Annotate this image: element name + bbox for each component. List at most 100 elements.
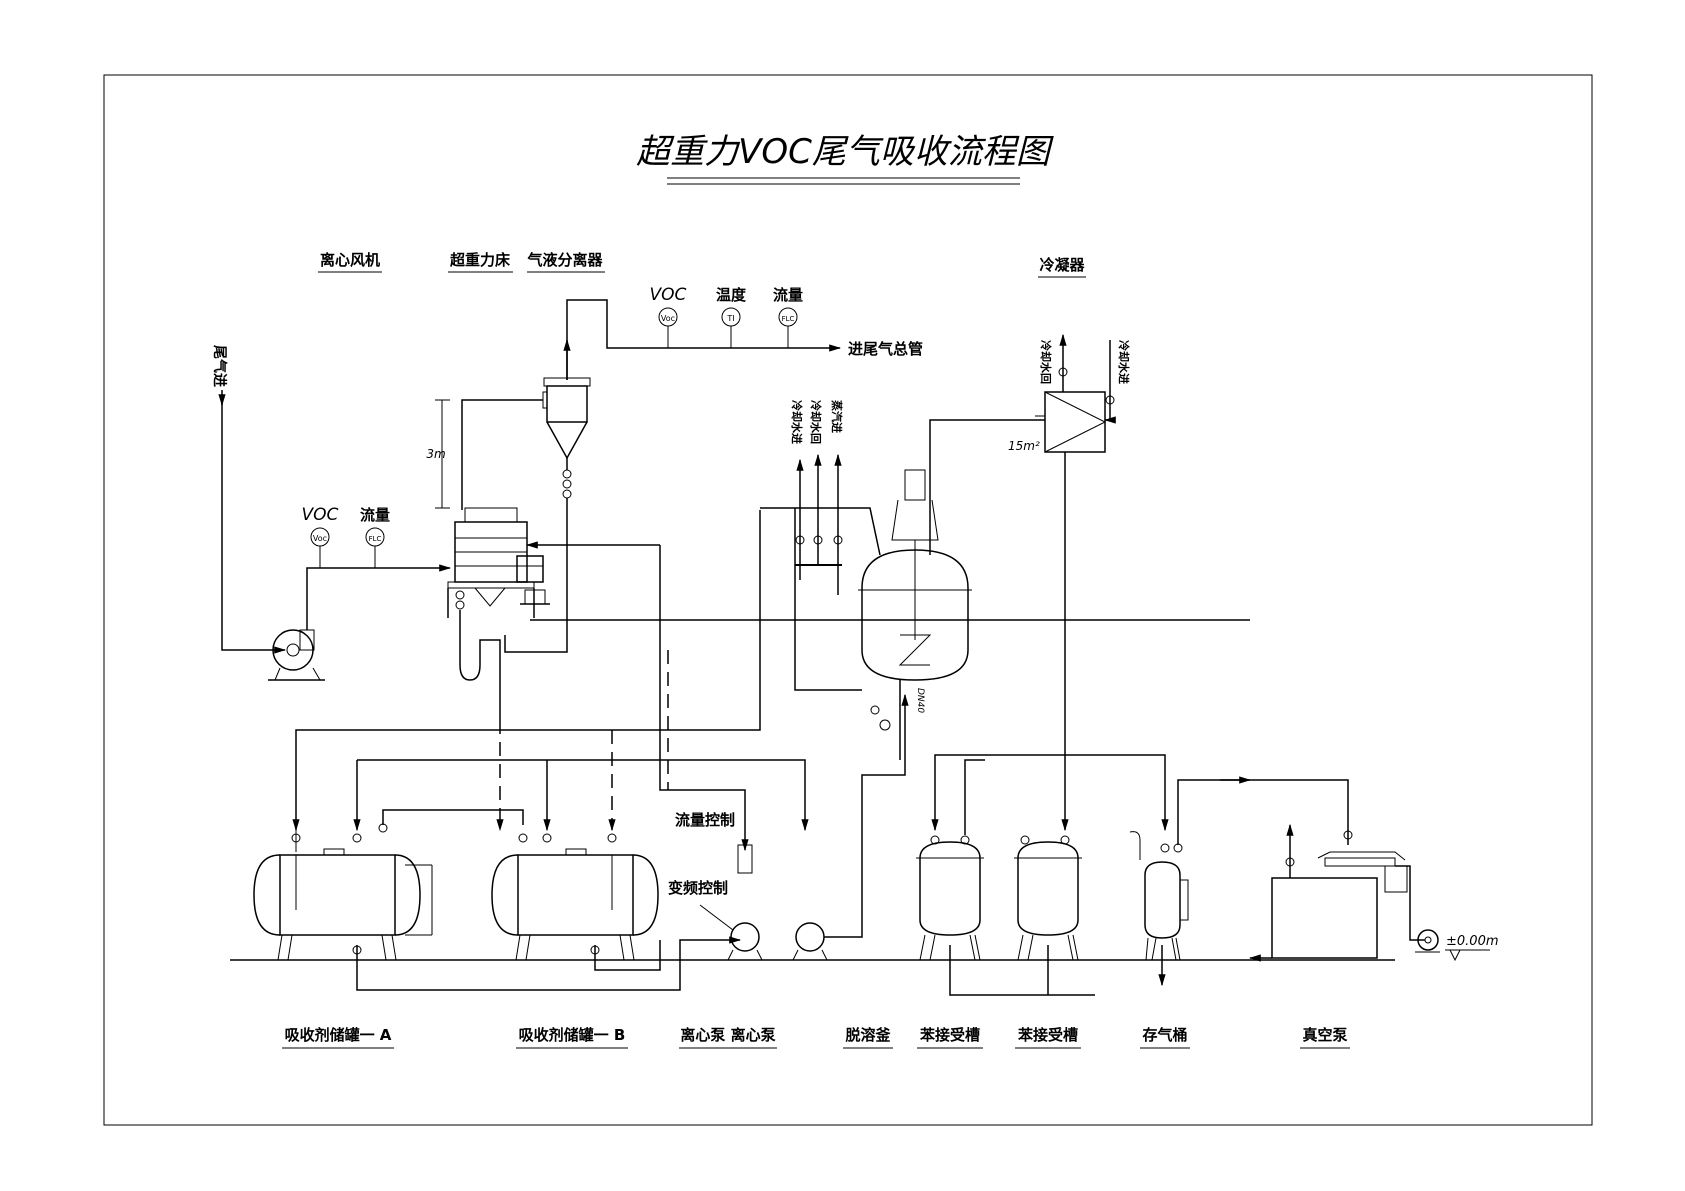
recv2-top-valve xyxy=(1020,835,1030,845)
label-elevation: ±0.00m xyxy=(1446,934,1499,949)
pipe-absorbent-supply xyxy=(659,545,749,852)
still-steam-valve xyxy=(833,535,843,545)
pipe-condensate-to-gastank xyxy=(1065,754,1169,832)
pipe-recv-vent xyxy=(964,759,985,835)
label-flow-control: 流量控制 xyxy=(675,811,735,829)
instr-voc-left-label: VOC xyxy=(302,505,339,525)
vacuum-top-valve xyxy=(1343,830,1353,840)
flc-symbol-left: FLC xyxy=(369,535,382,543)
vacuum-pump-unit xyxy=(1271,851,1410,959)
still-bottom-valve-1 xyxy=(870,705,880,715)
pipe-gastank-to-vacuum xyxy=(1177,779,1349,845)
drawing-border xyxy=(103,74,1593,1126)
gas-liquid-separator xyxy=(542,377,591,470)
gastank-valve-1 xyxy=(1160,843,1170,853)
pipe-tank-a-bottom xyxy=(356,936,742,991)
pipe-bed-u-seal xyxy=(459,610,501,720)
label-tail-gas-in: 尾气进 xyxy=(211,345,228,387)
pipe-still-vent-to-condenser xyxy=(929,419,1045,555)
vacuum-pump-motor xyxy=(1415,929,1440,953)
pipe-bed-to-separator xyxy=(461,399,543,510)
label-3m: 3m xyxy=(426,447,445,461)
instr-temp-top-label: 温度 xyxy=(716,286,747,304)
label-separator: 气液分离器 xyxy=(526,251,603,269)
still-bottom-valve-2 xyxy=(879,719,891,731)
pipe-tank-a-b-equalizer xyxy=(382,809,524,825)
gastank-valve-2 xyxy=(1173,843,1183,853)
label-dn40: DN40 xyxy=(915,688,925,713)
pipe-condensate-down xyxy=(931,452,1066,832)
tank-a-valve-1 xyxy=(291,833,301,843)
elevation-triangle xyxy=(1449,949,1461,962)
condenser xyxy=(1035,391,1107,453)
pipe-separator-drain xyxy=(504,498,568,653)
tank-a-valve-2 xyxy=(352,833,362,843)
recv1-top-valve-2 xyxy=(960,835,970,845)
vacuum-inlet-valve xyxy=(1285,857,1295,867)
pipe-separator-to-main xyxy=(566,299,842,380)
pipe-vacuum-discharge xyxy=(1395,865,1425,941)
recv1-top-valve xyxy=(930,835,940,845)
pipe-pump1-vfd-leader xyxy=(699,904,734,931)
label-condenser: 冷凝器 xyxy=(1039,256,1085,274)
label-vac-pump: 真空泵 xyxy=(1302,1026,1347,1044)
pipe-still-overhead-to-tanks xyxy=(292,510,761,832)
label-recv1: 苯接受槽 xyxy=(919,1026,980,1044)
cond-valve-1 xyxy=(1058,367,1068,377)
tank-b-valve-2 xyxy=(542,833,552,843)
flowmeter xyxy=(737,844,753,874)
label-recv2: 苯接受槽 xyxy=(1017,1026,1078,1044)
tank-b-valve-1 xyxy=(518,833,528,843)
pipe-pump2-to-still xyxy=(824,693,909,938)
label-still: 脱溶釜 xyxy=(845,1026,891,1044)
still-cool-valve-2 xyxy=(813,535,823,545)
centrifugal-pump-1 xyxy=(727,922,763,961)
voc-symbol-left: Voc xyxy=(313,534,327,543)
supergravity-bed xyxy=(447,507,535,618)
pipe-tail-gas-inlet xyxy=(221,395,287,654)
label-vfd-control: 变频控制 xyxy=(668,879,728,897)
pipe-still-top-connection xyxy=(760,507,881,556)
gas-storage-tank xyxy=(1144,861,1189,961)
bed-motor xyxy=(516,555,550,605)
absorbent-tank-a xyxy=(253,848,433,961)
voc-symbol-top: Voc xyxy=(661,314,675,323)
label-tank-b: 吸收剂储罐一 B xyxy=(519,1026,626,1044)
centrifugal-pump-2 xyxy=(792,922,828,961)
pipe-receivers-bottom xyxy=(949,945,1095,996)
label-cool-in-cond: 冷却水进 xyxy=(1117,340,1131,384)
bed-outlet-valves xyxy=(455,590,465,610)
label-cool-out-cond: 冷却水回 xyxy=(1039,340,1053,384)
still-cool-valve-1 xyxy=(795,535,805,545)
desolventizer-still xyxy=(858,469,972,681)
tank-b-valve-3 xyxy=(607,833,617,843)
gastank-gauge-loop xyxy=(1129,831,1141,860)
label-gas-tank: 存气桶 xyxy=(1142,1026,1187,1044)
label-bed: 超重力床 xyxy=(449,251,511,269)
instr-voc-top-label: VOC xyxy=(650,285,687,305)
label-cool-out-still: 冷却水回 xyxy=(809,400,823,444)
pipe-cool-in-cond xyxy=(1103,340,1116,424)
label-condenser-area: 15m² xyxy=(1008,439,1040,453)
benzene-receiver-2 xyxy=(1014,841,1082,961)
label-pumps: 离心泵 离心泵 xyxy=(680,1026,775,1044)
pipe-tank-b-bottom xyxy=(594,940,661,971)
recv2-top-valve-2 xyxy=(1060,835,1070,845)
instr-flow-left-label: 流量 xyxy=(360,506,390,524)
pipe-still-jacket-loop xyxy=(794,508,862,691)
flc-symbol-top: FLC xyxy=(782,315,795,323)
label-tank-a: 吸收剂储罐一 A xyxy=(285,1026,392,1044)
pipe-header-b xyxy=(357,759,809,832)
instr-flow-top-label: 流量 xyxy=(773,286,803,304)
separator-valve xyxy=(562,469,572,499)
centrifugal-fan xyxy=(268,629,325,681)
label-steam-in-still: 蒸汽进 xyxy=(830,400,844,433)
absorbent-tank-b xyxy=(491,848,659,961)
label-fan: 离心风机 xyxy=(320,251,380,269)
ti-symbol-top: TI xyxy=(726,314,734,323)
label-cool-in-still: 冷却水进 xyxy=(790,400,804,444)
label-to-main: 进尾气总管 xyxy=(848,340,923,358)
tank-a-valve-3 xyxy=(378,823,388,833)
cond-valve-2 xyxy=(1105,395,1115,405)
